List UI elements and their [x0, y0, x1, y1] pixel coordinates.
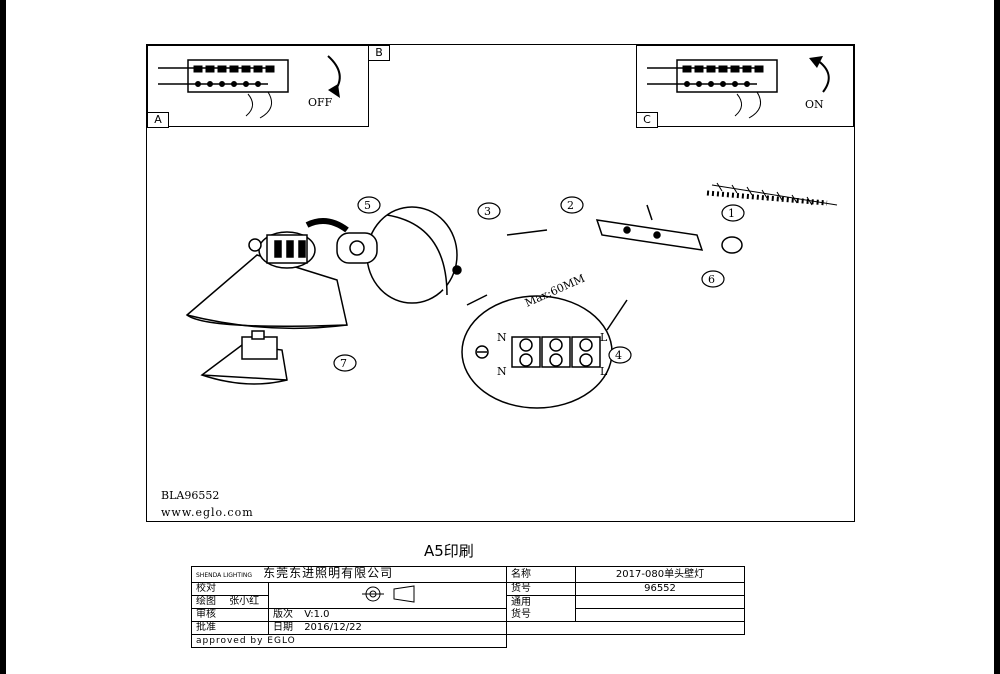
wiring-l-top: L — [600, 331, 608, 344]
date-value: 2016/12/22 — [304, 622, 362, 633]
wall-plate — [336, 206, 462, 304]
terminal-off-illustration — [158, 55, 341, 119]
blank-cell-2 — [506, 621, 745, 635]
off-label: OFF — [308, 96, 333, 109]
wall-hatch — [711, 182, 838, 206]
blank-cell — [575, 608, 745, 622]
step-7: 7 — [340, 357, 347, 370]
review-label: 审核 — [191, 608, 269, 622]
title-block: SHENDA LIGHTING 东莞东进照明有限公司 名称 2017-080单头… — [191, 566, 745, 648]
step-3: 3 — [484, 205, 491, 218]
company-cell: SHENDA LIGHTING 东莞东进照明有限公司 — [191, 566, 507, 583]
product-name: 2017-080单头壁灯 — [575, 566, 745, 583]
mounting-bracket — [506, 190, 828, 254]
step-markers — [333, 196, 745, 372]
terminal-on-illustration — [647, 56, 830, 119]
general-value — [575, 595, 745, 609]
general-label: 通用货号 — [506, 595, 576, 622]
approved-by: approved by EGLO — [191, 634, 507, 648]
number-label: 货号 — [506, 582, 576, 596]
instruction-frame: B A OFF C ON — [146, 44, 855, 522]
on-label: ON — [805, 98, 824, 111]
step-2: 2 — [567, 199, 574, 212]
wiring-n-bottom: N — [497, 365, 507, 378]
projection-icon — [361, 584, 414, 603]
approve-label: 批准 — [191, 621, 269, 635]
draw-value: 张小红 — [229, 596, 260, 607]
wiring-n-top: N — [497, 331, 507, 344]
website-url: www.eglo.com — [161, 506, 254, 519]
model-number: BLA96552 — [161, 489, 220, 502]
step-1: 1 — [728, 207, 735, 220]
version-value: V:1.0 — [304, 609, 330, 620]
date-cell: 日期 2016/12/22 — [268, 621, 507, 635]
panel-on: C ON — [636, 45, 854, 128]
product-number: 96552 — [575, 582, 745, 596]
step-6: 6 — [708, 273, 715, 286]
assembly-diagram: Max:60MM 1 2 3 4 5 6 7 N N L L — [185, 182, 838, 409]
panel-a-tag: A — [147, 112, 169, 128]
check-label: 校对 — [191, 582, 269, 596]
panel-b-tag: B — [368, 45, 390, 61]
projection-symbol — [268, 582, 507, 609]
name-label: 名称 — [506, 566, 576, 583]
wiring-detail — [461, 294, 628, 409]
general-label-2: 货号 — [511, 608, 531, 620]
panel-off: B A OFF — [147, 45, 390, 128]
step-5: 5 — [364, 199, 371, 212]
company-logo: SHENDA LIGHTING — [196, 572, 252, 579]
print-size-title: A5印刷 — [424, 542, 474, 560]
gu10-bulb — [200, 330, 288, 385]
company-name: 东莞东进照明有限公司 — [263, 566, 394, 580]
step-4: 4 — [615, 349, 622, 362]
blank-cell-3 — [506, 634, 745, 648]
lamp-shade — [185, 218, 349, 330]
panel-c-tag: C — [636, 112, 658, 128]
wiring-l-bottom: L — [600, 365, 608, 378]
version-cell: 版次 V:1.0 — [268, 608, 507, 622]
draw-label: 绘图 张小红 — [191, 595, 269, 609]
